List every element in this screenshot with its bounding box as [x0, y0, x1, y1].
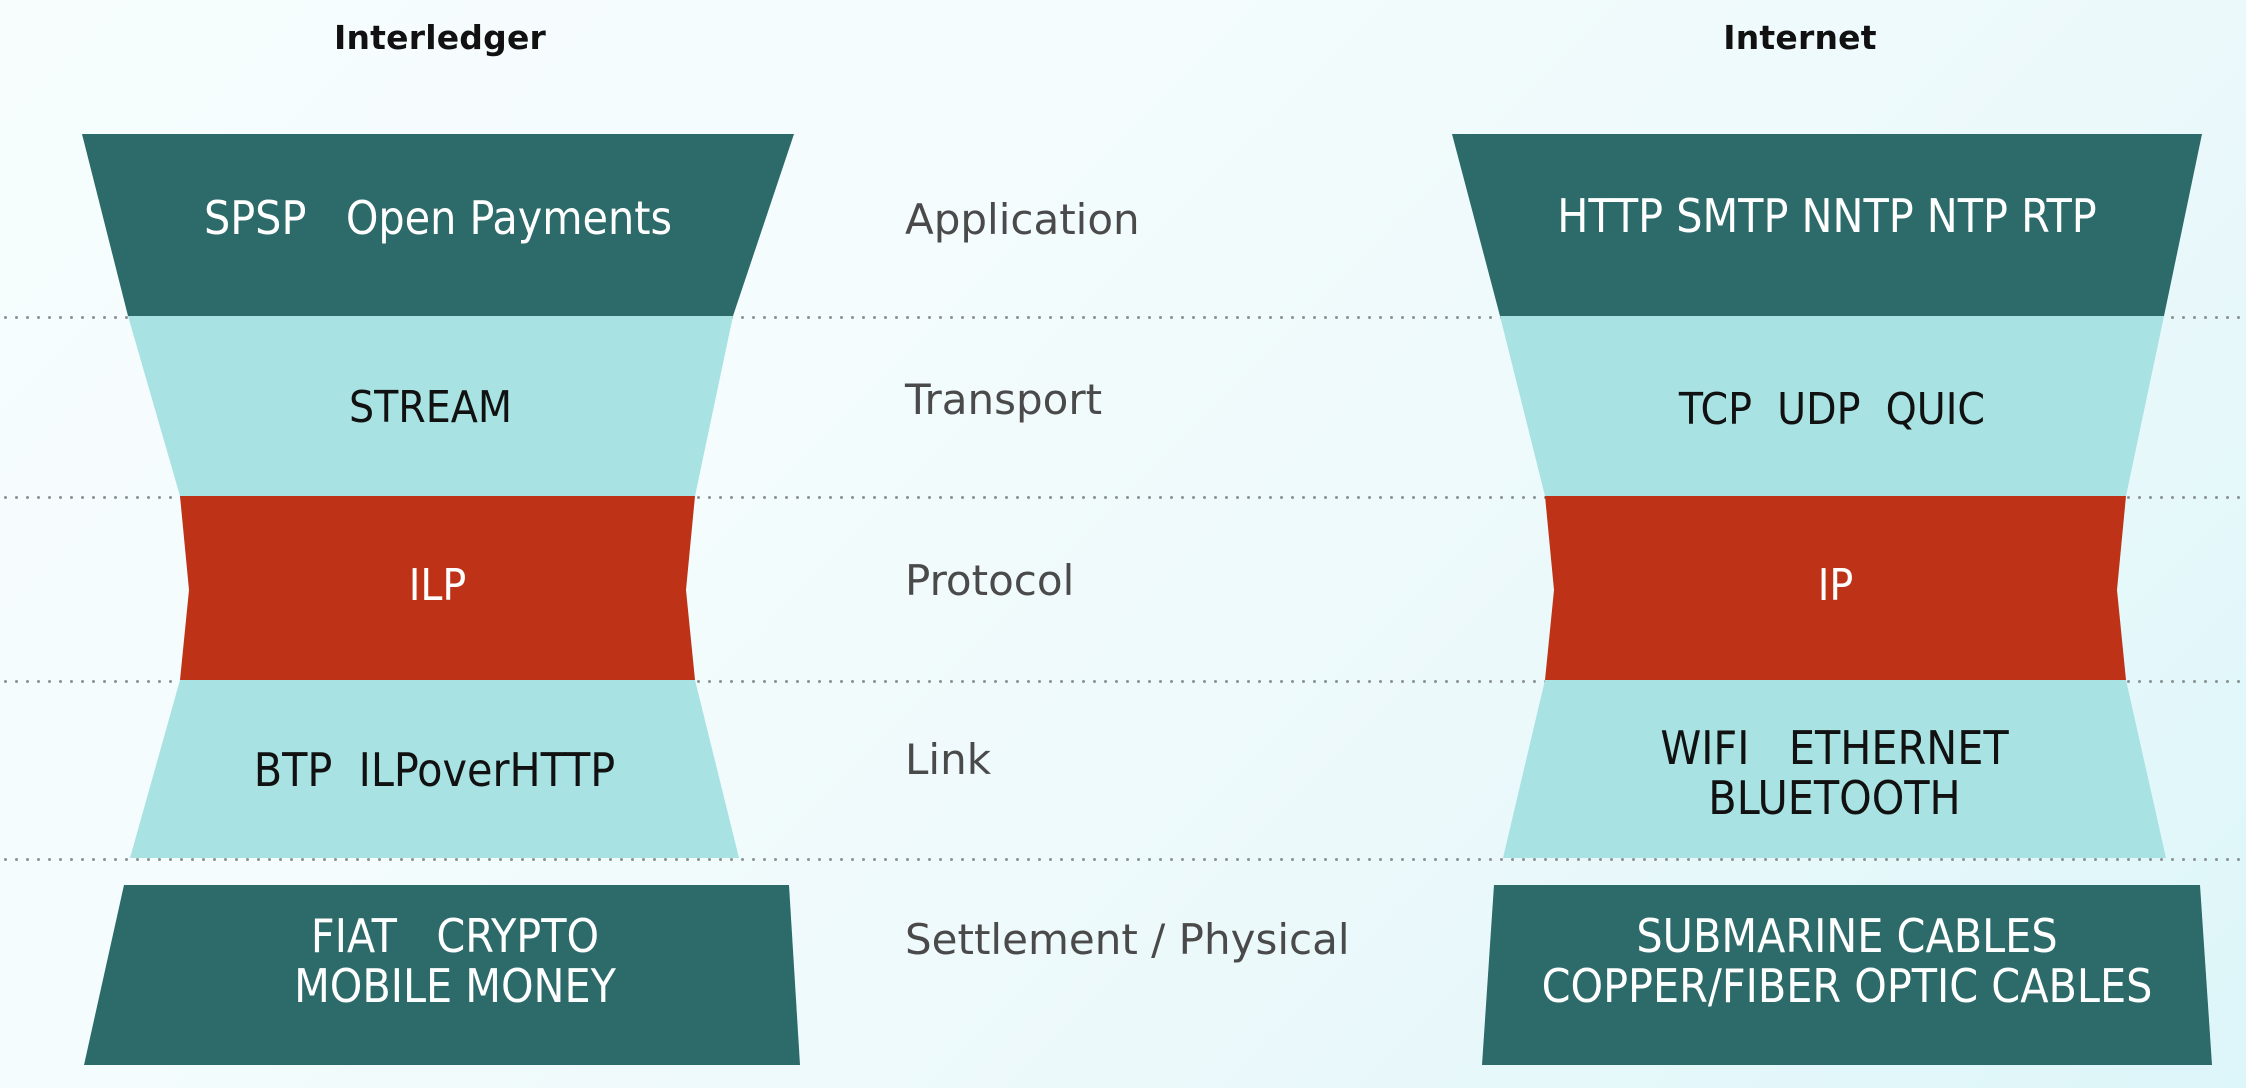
separator-link-settlement — [0, 858, 2246, 861]
layer-name-application: Application — [905, 195, 1140, 244]
shape-left-settlement — [84, 885, 800, 1065]
shape-right-transport — [1500, 316, 2164, 496]
shape-right-protocol — [1545, 496, 2126, 680]
shape-right-link — [1503, 680, 2166, 858]
separator-protocol-link — [0, 680, 2246, 683]
shape-left-application — [82, 134, 794, 316]
layer-name-settlement-physical: Settlement / Physical — [905, 915, 1350, 964]
shape-left-protocol — [180, 496, 695, 680]
shape-left-link — [130, 680, 739, 858]
layer-name-protocol: Protocol — [905, 556, 1075, 605]
shape-right-application — [1452, 134, 2202, 316]
layer-name-link: Link — [905, 735, 992, 784]
layer-name-transport: Transport — [905, 375, 1103, 424]
separator-application-transport — [0, 316, 2246, 319]
column-title-internet: Internet — [1723, 18, 1877, 57]
shape-right-settlement — [1482, 885, 2212, 1065]
column-title-interledger: Interledger — [334, 18, 546, 57]
separator-transport-protocol — [0, 496, 2246, 499]
shape-left-transport — [128, 316, 733, 496]
